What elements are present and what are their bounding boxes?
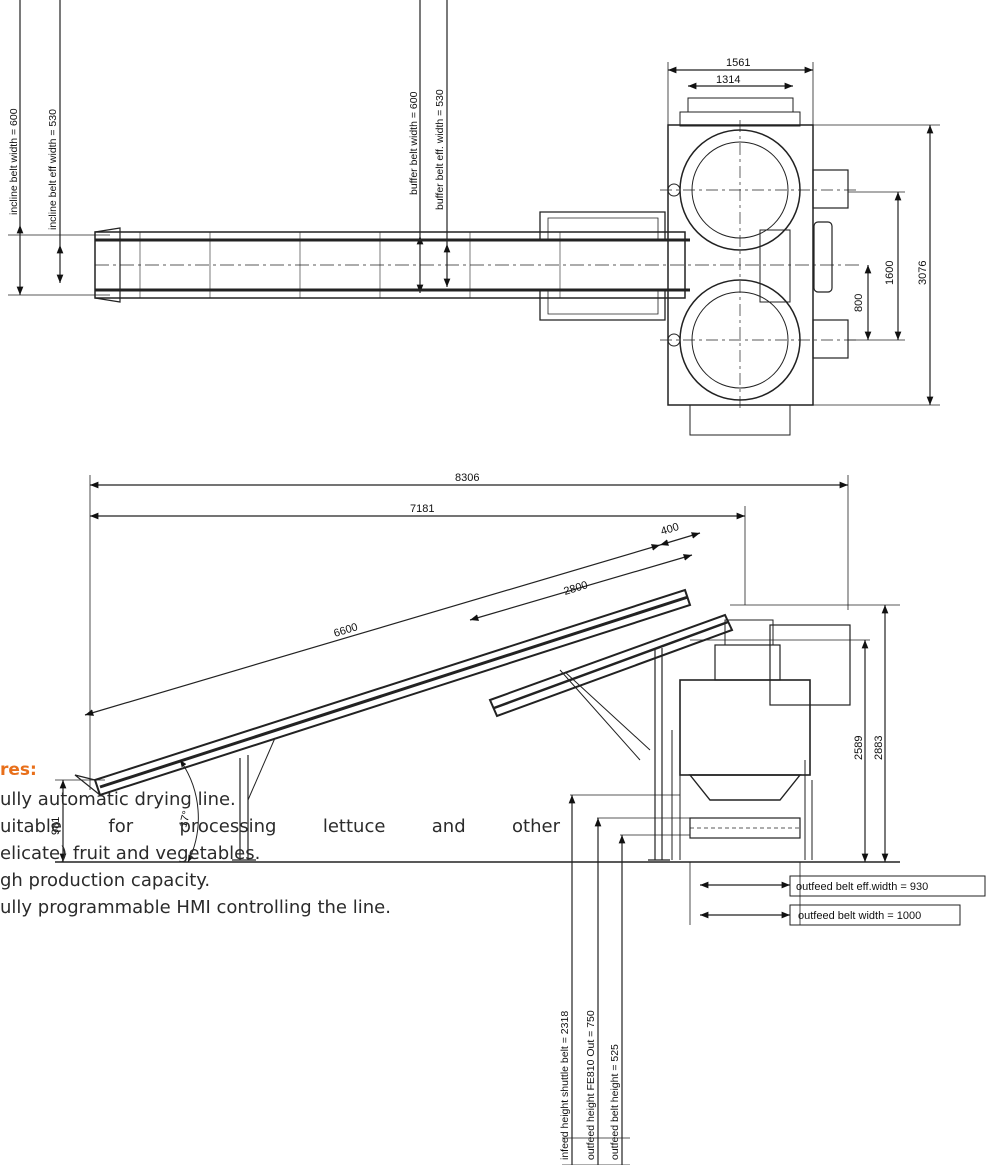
dim-1600: 1600 — [884, 261, 896, 285]
side-view — [55, 475, 986, 1165]
dim-800: 800 — [853, 294, 865, 312]
dim-2589: 2589 — [853, 736, 865, 760]
buffer-belt-width-label: buffer belt width = 600 — [408, 91, 420, 195]
dim-6600: 6600 — [332, 621, 359, 640]
feature-line-2-word: and — [431, 816, 466, 837]
incline-belt-width-label: incline belt width = 600 — [8, 108, 20, 215]
infeed-height-shuttle-belt-label: infeed height shuttle belt = 2318 — [559, 1011, 571, 1160]
dim-1314: 1314 — [716, 74, 740, 86]
dim-981: 981 — [50, 817, 62, 835]
dim-2883: 2883 — [873, 736, 885, 760]
top-view — [8, 0, 940, 436]
feature-line-2-word: uitable — [0, 816, 62, 837]
incline-belt-eff-width-label: incline belt eff width = 530 — [47, 109, 59, 230]
feature-line-2-word: processing — [179, 816, 277, 837]
feature-line-5: ully programmable HMI controlling the li… — [0, 897, 391, 918]
angle-17: 17° — [177, 810, 193, 829]
feature-line-1: ully automatic drying line. — [0, 789, 236, 810]
features-title: res: — [0, 760, 37, 780]
dim-3076: 3076 — [917, 261, 929, 285]
feature-line-2-word: other — [512, 816, 560, 837]
dim-2800: 2800 — [562, 579, 589, 598]
dim-8306: 8306 — [455, 472, 479, 484]
feature-line-4: gh production capacity. — [0, 870, 211, 891]
features-section: res: ully automatic drying line. uitable… — [0, 760, 570, 921]
dim-7181: 7181 — [410, 503, 434, 515]
feature-line-2: uitable for processing lettuce and other — [0, 813, 560, 840]
feature-line-2-word: lettuce — [322, 816, 386, 837]
outfeed-belt-height-label: outfeed belt height = 525 — [609, 1044, 621, 1160]
feature-line-3: elicate) fruit and vegetables. — [0, 843, 261, 864]
dim-400: 400 — [659, 521, 680, 538]
outfeed-belt-width-label: outfeed belt width = 1000 — [798, 910, 921, 922]
feature-line-2-word: for — [108, 816, 134, 837]
outfeed-belt-eff-width-label: outfeed belt eff.width = 930 — [796, 881, 928, 893]
dim-1561: 1561 — [726, 57, 750, 69]
buffer-belt-eff-width-label: buffer belt eff. width = 530 — [434, 89, 446, 210]
outfeed-height-fe810-label: outfeed height FE810 Out = 750 — [585, 1010, 597, 1160]
